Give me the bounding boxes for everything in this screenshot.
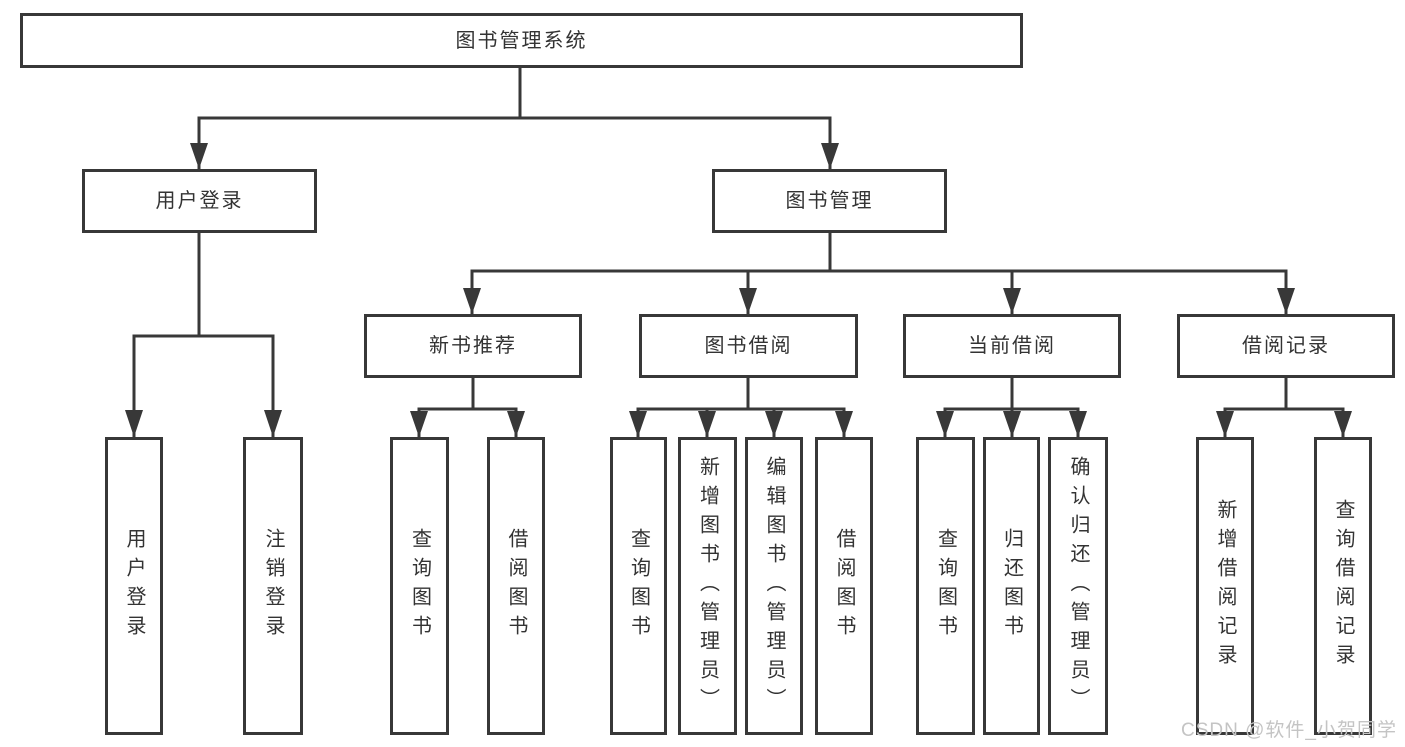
arrow-icon: [1003, 411, 1021, 437]
arrow-icon: [629, 411, 647, 437]
arrowheads: [125, 143, 1352, 437]
arrow-icon: [507, 411, 525, 437]
arrow-icon: [190, 143, 208, 169]
leaf-logout: 注销登录: [243, 437, 303, 735]
node-book-management: 图书管理: [712, 169, 947, 233]
arrow-icon: [1003, 288, 1021, 314]
leaf-current-return-books: 归还图书: [983, 437, 1040, 735]
leaf-user-login: 用户登录: [105, 437, 163, 735]
arrow-icon: [1069, 411, 1087, 437]
arrow-icon: [698, 411, 716, 437]
connector-level2: [197, 116, 832, 169]
leaf-borrowing-query-books: 查询图书: [610, 437, 667, 735]
connector-level3: [470, 269, 1288, 314]
arrow-icon: [835, 411, 853, 437]
arrow-icon: [1216, 411, 1234, 437]
connector-bb-elbow: [636, 407, 846, 437]
node-user-login: 用户登录: [82, 169, 317, 233]
arrow-icon: [765, 411, 783, 437]
connector-login-elbow: [132, 334, 275, 437]
node-book-borrowing: 图书借阅: [639, 314, 858, 378]
leaf-records-query-record: 查询借阅记录: [1314, 437, 1372, 735]
leaf-current-confirm-return-admin: 确认归还（管理员）: [1048, 437, 1108, 735]
leaf-records-add-record: 新增借阅记录: [1196, 437, 1254, 735]
node-new-book-recommend: 新书推荐: [364, 314, 582, 378]
arrow-icon: [1334, 411, 1352, 437]
arrow-icon: [936, 411, 954, 437]
connector-nb-elbow: [417, 407, 518, 437]
node-root-system: 图书管理系统: [20, 13, 1023, 68]
arrow-icon: [821, 143, 839, 169]
leaf-borrowing-borrow-books: 借阅图书: [815, 437, 873, 735]
leaf-newbooks-query-books: 查询图书: [390, 437, 449, 735]
arrow-icon: [463, 288, 481, 314]
arrow-icon: [125, 410, 143, 437]
arrow-icon: [739, 288, 757, 314]
arrow-icon: [1277, 288, 1295, 314]
leaf-current-query-books: 查询图书: [916, 437, 975, 735]
arrow-icon: [264, 410, 282, 437]
leaf-borrowing-add-books-admin: 新增图书（管理员）: [678, 437, 737, 735]
arrow-icon: [410, 411, 428, 437]
connector-br-elbow: [1223, 407, 1345, 437]
node-borrowing-records: 借阅记录: [1177, 314, 1395, 378]
leaf-newbooks-borrow-books: 借阅图书: [487, 437, 545, 735]
leaf-borrowing-edit-books-admin: 编辑图书（管理员）: [745, 437, 803, 735]
csdn-watermark: CSDN @软件_小贺同学: [1181, 720, 1397, 741]
node-current-borrowing: 当前借阅: [903, 314, 1121, 378]
